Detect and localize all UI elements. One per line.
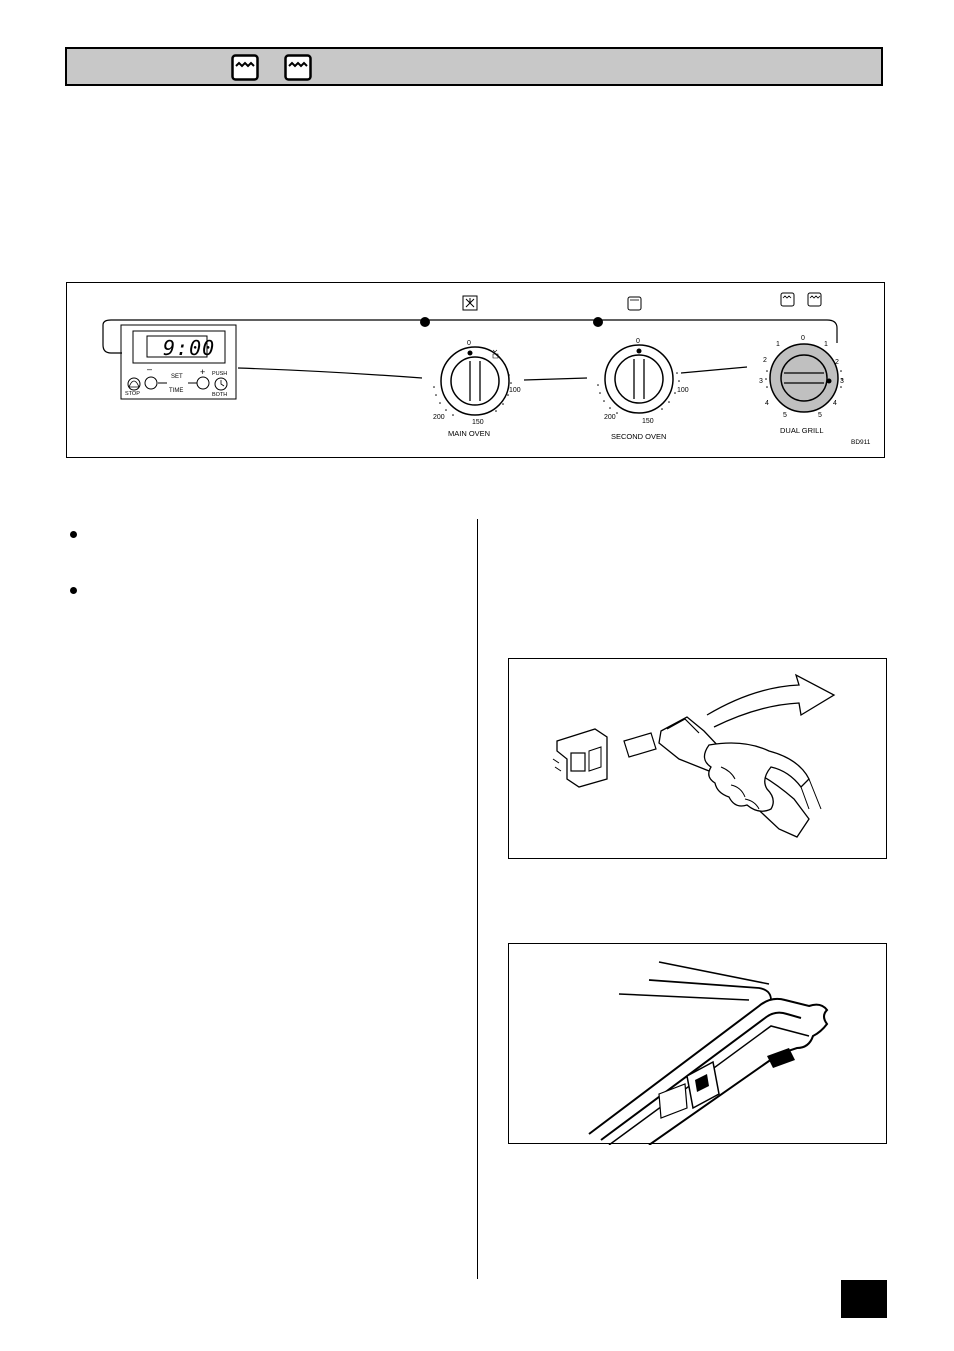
dual-grill-right-mark-1: 1 xyxy=(824,341,828,348)
dual-grill-left-mark-3: 3 xyxy=(759,378,763,385)
grill-pan-corner-figure xyxy=(508,943,887,1145)
dual-grill-right-mark-5: 5 xyxy=(818,412,822,419)
timer-both-label: BOTH xyxy=(212,392,228,398)
timer-set-label: SET xyxy=(171,374,183,380)
dual-grill-left-mark-5: 5 xyxy=(783,412,787,419)
column-divider xyxy=(477,519,478,1279)
dual-grill-left-icon xyxy=(231,54,259,81)
dual-grill-right-mark-4: 4 xyxy=(833,400,837,407)
main-oven-bottom-mark: 150 xyxy=(472,419,484,426)
dual-grill-left-mark-2: 2 xyxy=(763,357,767,364)
second-oven-label: SECOND OVEN xyxy=(611,432,667,441)
dual-grill-top-mark: 0 xyxy=(801,335,805,342)
timer-minus-label: – xyxy=(147,364,153,374)
timer-time-label: TIME xyxy=(169,388,184,394)
main-oven-top-mark: 0 xyxy=(467,340,471,347)
dual-grill-right-mark-2: 2 xyxy=(835,359,839,366)
bullet-point xyxy=(70,531,77,538)
main-oven-left-mark: 200 xyxy=(433,414,445,421)
main-oven-right-mark: 100 xyxy=(509,387,521,394)
timer-stop-label: STOP xyxy=(125,391,140,397)
timer-display: 9:00 xyxy=(163,336,216,360)
dual-grill-full-icon xyxy=(284,54,312,81)
second-oven-left-mark: 200 xyxy=(604,414,616,421)
second-oven-bottom-mark: 150 xyxy=(642,418,654,425)
control-panel-diagram: 9:00 – + SET TIME PUSH STOP BOTH 0 100 1… xyxy=(66,282,885,458)
second-oven-right-mark: 100 xyxy=(677,387,689,394)
main-oven-label: MAIN OVEN xyxy=(448,429,491,438)
dual-grill-right-mark-3: 3 xyxy=(840,378,844,385)
bullet-point xyxy=(70,587,77,594)
grill-pan-handle-figure xyxy=(508,658,887,859)
dual-grill-left-mark-1: 1 xyxy=(776,341,780,348)
timer-push-label: PUSH xyxy=(212,371,228,377)
timer-plus-label: + xyxy=(200,367,206,377)
dual-grill-label: DUAL GRILL xyxy=(780,426,824,435)
diagram-reference-code: BD911 xyxy=(851,439,871,446)
dual-grill-left-mark-4: 4 xyxy=(765,400,769,407)
page-number-box xyxy=(841,1280,887,1318)
second-oven-top-mark: 0 xyxy=(636,338,640,345)
section-header-bar xyxy=(65,47,883,86)
